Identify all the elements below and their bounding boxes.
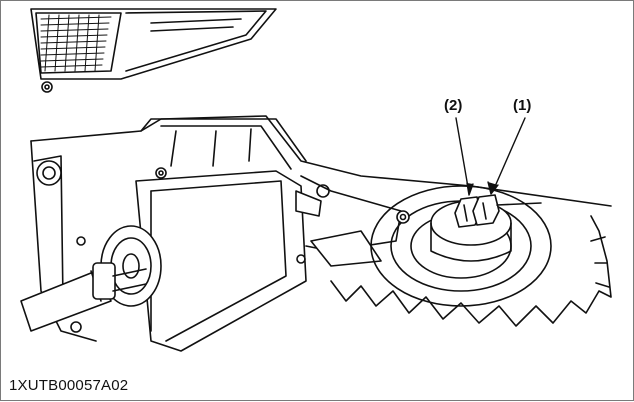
drive-shaft — [20, 225, 162, 332]
callout-label-2: (2) — [444, 97, 463, 114]
linkage-arm — [295, 175, 402, 267]
gearbox-housing — [135, 167, 307, 352]
figure-code: 1XUTB00057A02 — [9, 377, 129, 394]
callout-label-1: (1) — [513, 97, 532, 114]
grille-panel — [30, 8, 277, 93]
adjusting-bolt — [496, 202, 542, 206]
lock-nut-2 — [454, 196, 482, 228]
transmission-frame — [30, 115, 612, 342]
adjusting-nut-1 — [472, 194, 500, 226]
leader-lines — [455, 117, 526, 196]
